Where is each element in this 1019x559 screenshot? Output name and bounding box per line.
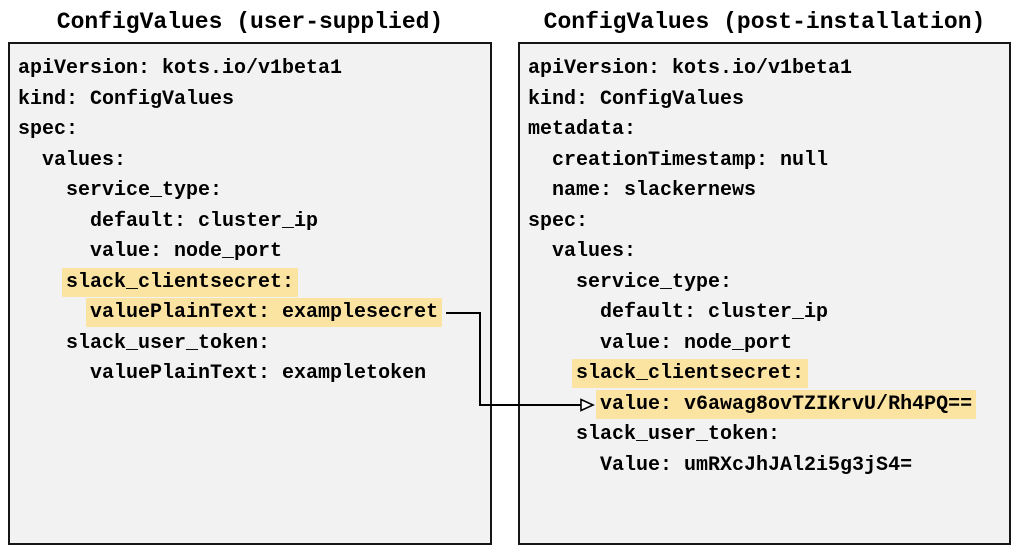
yaml-indent: [528, 149, 552, 172]
yaml-indent: [18, 179, 66, 202]
yaml-line-text: slack_user_token:: [66, 331, 271, 355]
yaml-line: slack_user_token:: [18, 329, 482, 360]
yaml-line-text: metadata:: [528, 118, 637, 141]
yaml-line-highlighted: slack_clientsecret:: [18, 267, 482, 299]
yaml-line-text: service_type:: [576, 270, 733, 294]
yaml-line-text: default: cluster_ip: [600, 301, 829, 324]
yaml-line: values:: [528, 237, 1001, 268]
yaml-line-text: value: node_port: [600, 331, 793, 355]
yaml-indent: [528, 271, 576, 294]
yaml-line: spec:: [528, 207, 1001, 238]
yaml-indent: [528, 423, 576, 446]
yaml-indent: [528, 301, 600, 324]
yaml-line: name: slackernews: [528, 176, 1001, 207]
yaml-line-text: slack_user_token:: [576, 423, 781, 446]
right-panel-title: ConfigValues (post-installation): [543, 9, 986, 35]
left-panel-title: ConfigValues (user-supplied): [56, 9, 444, 35]
yaml-line-text: value: v6awag8ovTZIKrvU/Rh4PQ==: [596, 389, 977, 419]
yaml-line: kind: ConfigValues: [528, 85, 1001, 116]
yaml-line-text: kind: ConfigValues: [18, 87, 235, 111]
yaml-line-text: value: node_port: [90, 240, 283, 263]
yaml-indent: [528, 393, 600, 416]
right-yaml-code: apiVersion: kots.io/v1beta1 kind: ConfigV…: [520, 44, 1009, 491]
yaml-indent: [528, 332, 600, 355]
yaml-line: kind: ConfigValues: [18, 85, 482, 116]
left-yaml-code: apiVersion: kots.io/v1beta1 kind: ConfigV…: [10, 44, 490, 400]
left-config-panel: apiVersion: kots.io/v1beta1 kind: ConfigV…: [8, 42, 492, 545]
yaml-line-text: name: slackernews: [552, 179, 757, 202]
yaml-indent: [528, 240, 552, 263]
yaml-line: creationTimestamp: null: [528, 146, 1001, 177]
yaml-indent: [18, 301, 90, 324]
yaml-line-text: spec:: [18, 118, 79, 141]
yaml-line-text: spec:: [528, 209, 589, 233]
yaml-line-highlighted: slack_clientsecret:: [528, 359, 1001, 390]
yaml-indent: [18, 332, 66, 355]
yaml-line: service_type:: [18, 176, 482, 207]
yaml-line-highlighted: value: v6awag8ovTZIKrvU/Rh4PQ==: [528, 389, 1001, 421]
yaml-line: default: cluster_ip: [528, 298, 1001, 329]
yaml-line: apiVersion: kots.io/v1beta1: [18, 54, 482, 85]
yaml-line: spec:: [18, 115, 482, 146]
yaml-line-text: slack_clientsecret:: [62, 267, 299, 297]
yaml-line: valuePlainText: exampletoken: [18, 359, 482, 390]
yaml-line-text: apiVersion: kots.io/v1beta1: [528, 57, 853, 80]
yaml-indent: [18, 362, 90, 385]
yaml-indent: [528, 362, 576, 385]
yaml-line: values:: [18, 146, 482, 177]
yaml-line-text: values:: [552, 240, 637, 263]
yaml-line-text: valuePlainText: examplesecret: [86, 298, 443, 327]
yaml-line-text: default: cluster_ip: [90, 209, 319, 233]
yaml-indent: [18, 240, 90, 263]
yaml-line: slack_user_token:: [528, 420, 1001, 451]
yaml-line-text: valuePlainText: exampletoken: [90, 362, 427, 385]
yaml-line: Value: umRXcJhJAl2i5g3jS4=: [528, 451, 1001, 482]
yaml-line-text: service_type:: [66, 179, 223, 202]
yaml-line: metadata:: [528, 115, 1001, 146]
yaml-line: default: cluster_ip: [18, 207, 482, 238]
yaml-indent: [528, 454, 600, 477]
yaml-line: apiVersion: kots.io/v1beta1: [528, 54, 1001, 85]
yaml-indent: [18, 149, 42, 172]
yaml-line-text: slack_clientsecret:: [572, 359, 809, 388]
yaml-line: value: node_port: [18, 237, 482, 268]
yaml-line-text: Value: umRXcJhJAl2i5g3jS4=: [600, 453, 913, 477]
yaml-line-text: creationTimestamp: null: [552, 148, 829, 172]
yaml-line: value: node_port: [528, 329, 1001, 360]
yaml-line-text: apiVersion: kots.io/v1beta1: [18, 57, 343, 80]
yaml-indent: [18, 271, 66, 294]
yaml-line: service_type:: [528, 268, 1001, 299]
yaml-line-highlighted: valuePlainText: examplesecret: [18, 298, 482, 329]
yaml-line-text: values:: [42, 148, 127, 172]
right-config-panel: apiVersion: kots.io/v1beta1 kind: ConfigV…: [518, 42, 1011, 545]
yaml-line-text: kind: ConfigValues: [528, 87, 745, 111]
yaml-indent: [528, 179, 552, 202]
yaml-indent: [18, 210, 90, 233]
